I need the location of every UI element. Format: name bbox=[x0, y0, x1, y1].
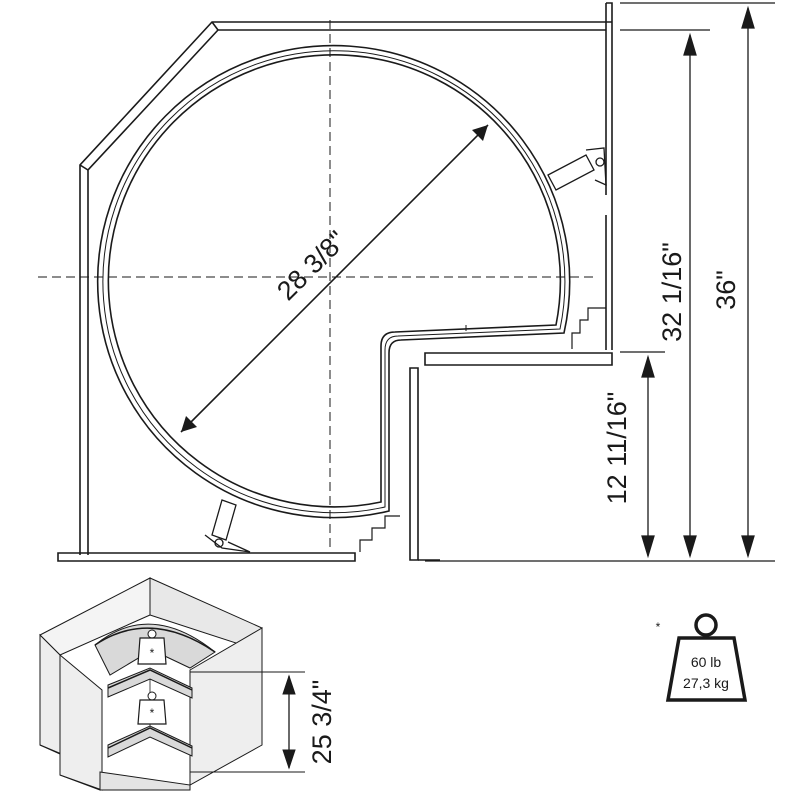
cabinet-illustration bbox=[39, 577, 263, 791]
shelf-marker-upper: * bbox=[150, 646, 155, 660]
shelf-weight-icon-upper bbox=[137, 629, 167, 665]
mounting-arm-bottom bbox=[204, 499, 251, 553]
mounting-arm-top bbox=[547, 147, 607, 191]
cabinet-outline bbox=[57, 2, 613, 562]
depth-right-label: 32 1/16" bbox=[657, 242, 687, 342]
weight-capacity-kg: 27,3 kg bbox=[683, 675, 729, 691]
weight-note-marker: * bbox=[656, 620, 661, 634]
total-height-label: 36" bbox=[711, 270, 741, 310]
diameter-label: 28 3/8" bbox=[271, 225, 352, 306]
kidney-shelf bbox=[96, 44, 571, 519]
shelf-marker-lower: * bbox=[150, 706, 155, 720]
weight-capacity-lb: 60 lb bbox=[691, 654, 722, 670]
diameter-dimension: 28 3/8" bbox=[180, 124, 489, 433]
cabinet-height-label: 25 3/4" bbox=[307, 680, 337, 765]
height-dimensions bbox=[425, 2, 775, 562]
plan-view bbox=[38, 2, 613, 562]
stop-brackets bbox=[359, 307, 606, 552]
weight-capacity-icon bbox=[665, 613, 748, 702]
shelf-weight-icon-lower bbox=[137, 691, 167, 725]
opening-depth-label: 12 11/16" bbox=[602, 392, 632, 505]
cabinet-height-dimension bbox=[190, 671, 305, 773]
